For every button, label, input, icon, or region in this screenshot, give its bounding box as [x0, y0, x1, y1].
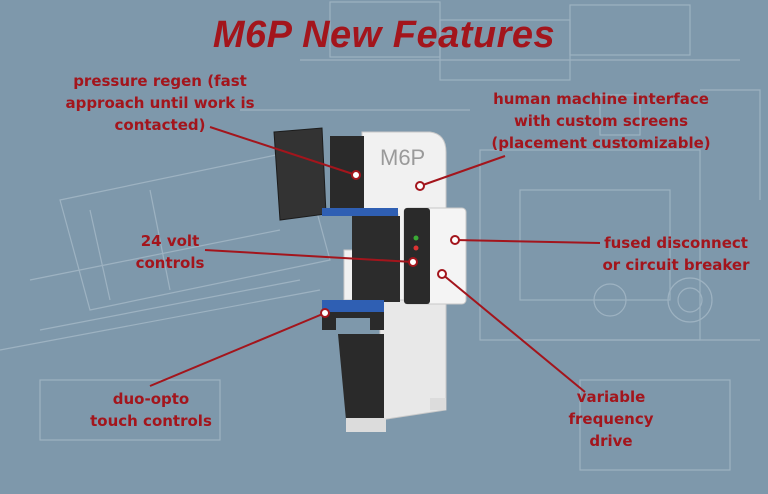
callout-duo-opto: duo-opto touch controls [90, 390, 212, 430]
leader-pressure-regen [209, 126, 357, 176]
leader-fused-disconnect [454, 239, 601, 244]
leader-hmi [419, 155, 506, 187]
leader-volt-controls [204, 249, 414, 263]
page-title: M6P New Features [212, 14, 556, 56]
lower-table [322, 300, 384, 312]
callout-vfd: variable frequency drive [568, 388, 654, 450]
cabinet-dark-strip [404, 208, 430, 304]
pedestal [338, 334, 384, 420]
upper-trim [322, 208, 398, 216]
leader-duo-opto [149, 312, 326, 387]
callout-volt-controls: 24 volt controls [135, 232, 205, 272]
leader-vfd [441, 273, 586, 393]
callout-pressure-regen: pressure regen (fast approach until work… [65, 72, 255, 134]
callout-hmi: human machine interface with custom scre… [491, 90, 711, 152]
machine-logo: M6P [380, 145, 425, 170]
callout-fused-disconnect: fused disconnect or circuit breaker [602, 234, 750, 274]
